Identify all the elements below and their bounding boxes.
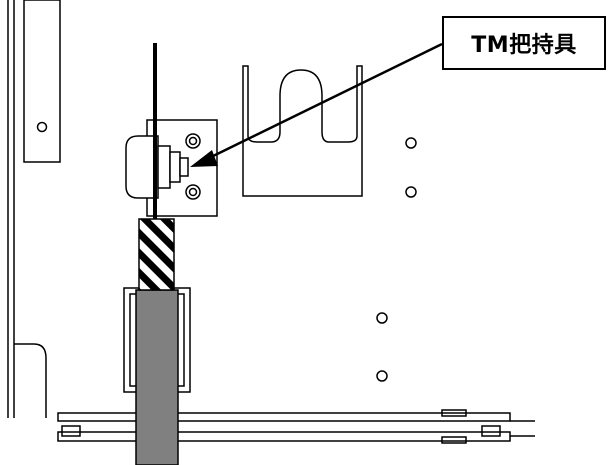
leader-arrowhead (190, 150, 218, 167)
panel-hole (376, 312, 388, 324)
mount-screw-inner (188, 187, 198, 197)
clip-plate (242, 65, 363, 197)
wire (153, 43, 157, 219)
left-frame (7, 0, 47, 418)
cable-jacket (135, 289, 179, 465)
mount-screws (185, 133, 201, 200)
panel-hole (376, 370, 388, 382)
mount-screw-inner (188, 136, 198, 146)
bottom-rails (57, 409, 535, 444)
panel-holes (376, 137, 417, 382)
panel-hole (405, 137, 417, 149)
panel-hole (405, 186, 417, 198)
cable-shield (138, 218, 175, 291)
callout-label: TM把持具 (471, 33, 577, 58)
tm-holder (125, 135, 189, 199)
left-bracket (23, 0, 61, 163)
callout-leader (190, 42, 443, 167)
callout-box: TM把持具 (442, 16, 606, 70)
left-bracket-hole (36, 121, 48, 133)
